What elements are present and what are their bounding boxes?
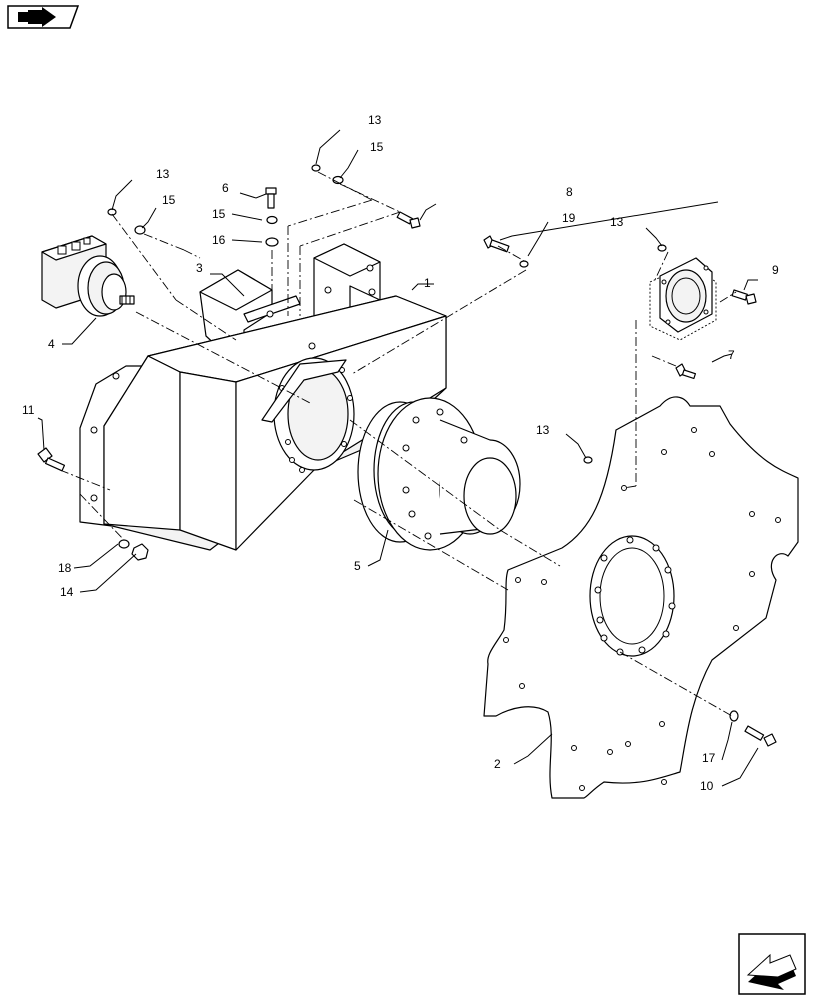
assembly-lines xyxy=(59,171,737,717)
mounting-plate-part xyxy=(483,396,799,799)
wheel-hub-part xyxy=(357,397,521,551)
nut-13c xyxy=(657,244,667,252)
bolt-8 xyxy=(483,235,510,253)
bolt-7 xyxy=(675,363,697,380)
washer-15c xyxy=(332,175,344,185)
callout-2: 2 xyxy=(494,757,501,771)
callout-15c: 15 xyxy=(370,140,384,154)
callout-5: 5 xyxy=(354,559,361,573)
bolt-6 xyxy=(265,187,277,209)
washer-17 xyxy=(729,710,739,722)
washer-15b xyxy=(266,215,278,225)
nut-13b xyxy=(311,164,321,172)
callout-19: 19 xyxy=(562,211,576,225)
callout-13d: 13 xyxy=(536,423,550,437)
callout-15b: 15 xyxy=(212,207,226,221)
nut-13d xyxy=(583,456,593,464)
callout-13b: 13 xyxy=(368,113,382,127)
next-page-arrow-icon[interactable] xyxy=(738,933,806,995)
washer-18 xyxy=(118,539,130,549)
callout-6: 6 xyxy=(222,181,229,195)
hydraulic-motor-part xyxy=(41,235,135,317)
callout-15a: 15 xyxy=(162,193,176,207)
washer-16 xyxy=(265,237,279,247)
callout-4: 4 xyxy=(48,337,55,351)
callout-3: 3 xyxy=(196,261,203,275)
leader-lines xyxy=(37,129,759,787)
reference-book-arrow-icon[interactable] xyxy=(7,5,80,29)
nut-14 xyxy=(131,543,149,561)
bolt-10 xyxy=(744,725,777,747)
callout-13a: 13 xyxy=(156,167,170,181)
bolt-upper xyxy=(396,211,421,229)
callout-17: 17 xyxy=(702,751,716,765)
fasteners xyxy=(37,164,777,747)
bolt-11 xyxy=(37,447,66,472)
callout-11: 11 xyxy=(22,403,35,417)
callout-9: 9 xyxy=(772,263,779,277)
callout-16: 16 xyxy=(212,233,226,247)
callout-13c: 13 xyxy=(610,215,624,229)
callout-1: 1 xyxy=(424,276,431,290)
gearbox-housing-part xyxy=(79,295,447,551)
callout-labels: 1 2 3 4 5 6 7 8 9 10 11 13 13 13 13 14 1… xyxy=(22,113,779,793)
callout-14: 14 xyxy=(60,585,74,599)
callout-18: 18 xyxy=(58,561,72,575)
callout-7: 7 xyxy=(728,348,735,362)
callout-10: 10 xyxy=(700,779,714,793)
access-cover-plate-part xyxy=(649,257,717,341)
washer-19 xyxy=(519,260,529,268)
callout-8: 8 xyxy=(566,185,573,199)
